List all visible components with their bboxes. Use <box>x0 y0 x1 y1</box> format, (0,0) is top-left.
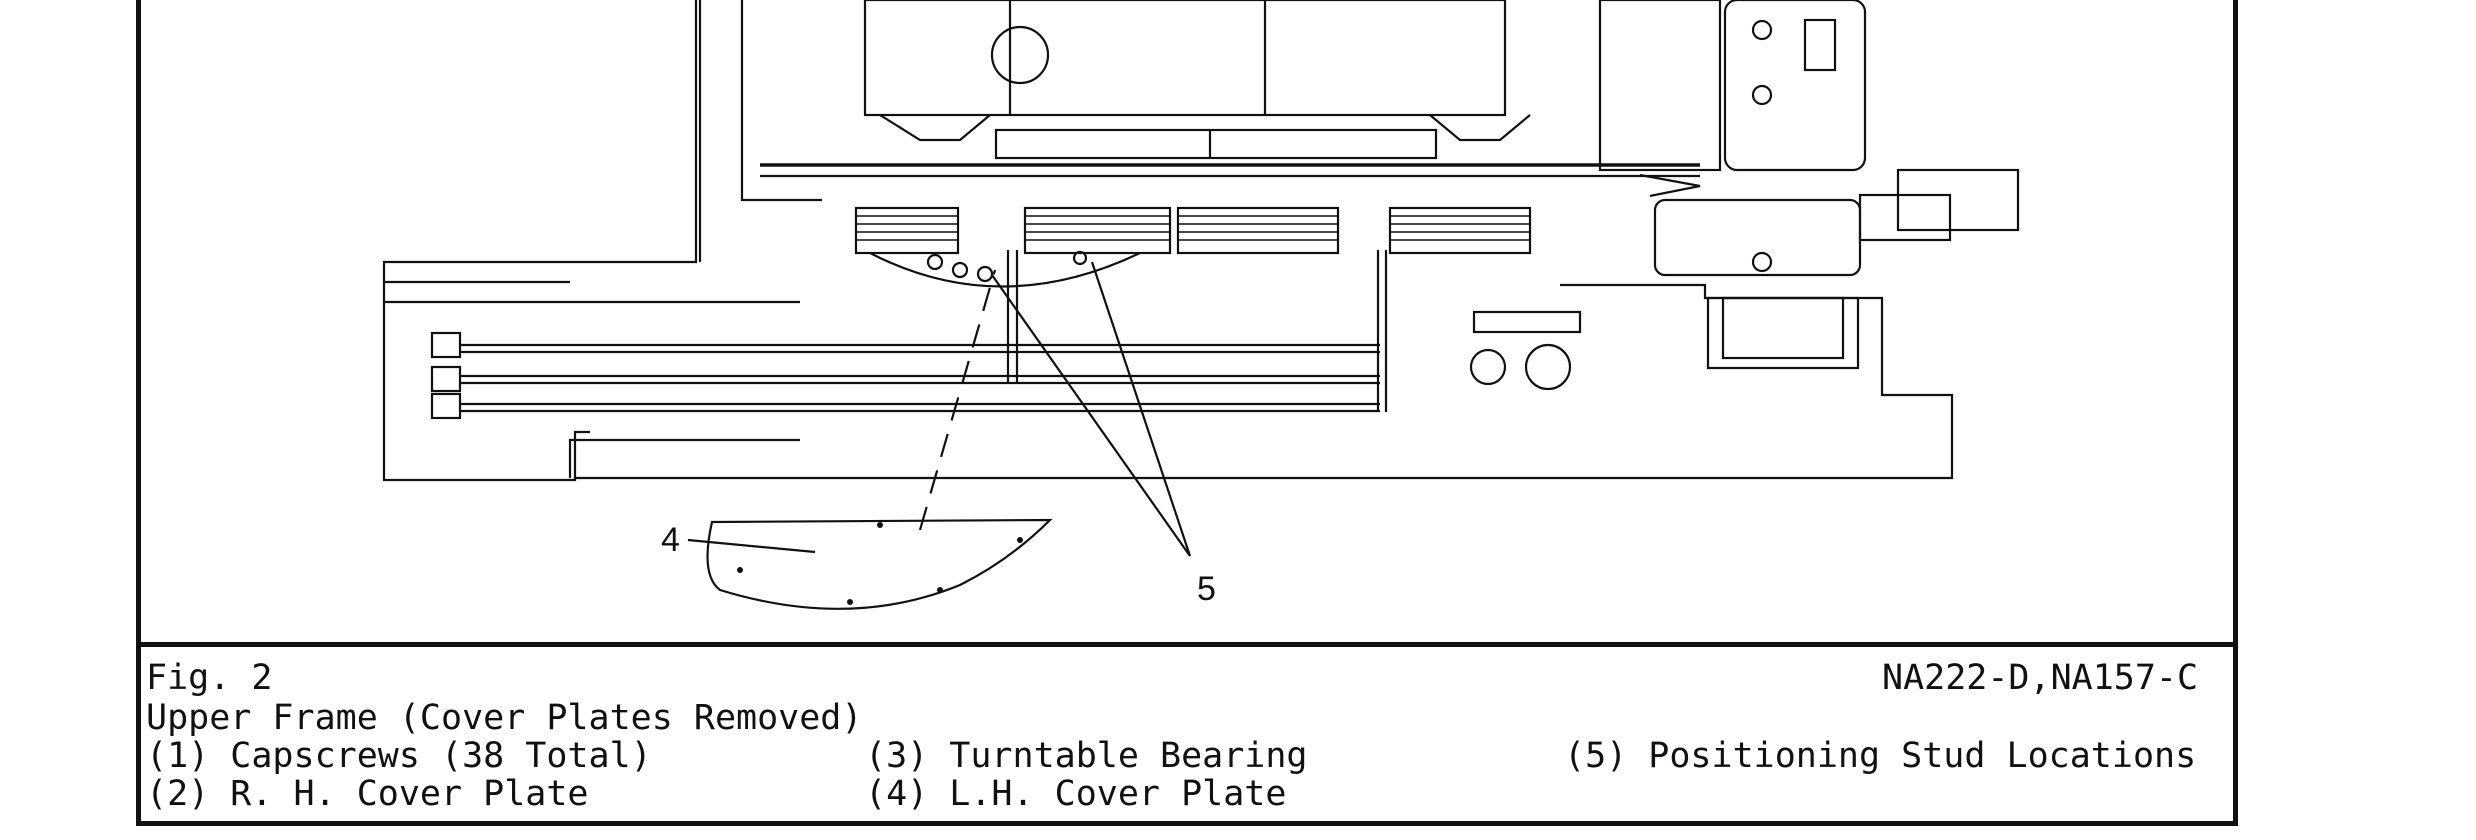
legend-item-4: (4) L.H. Cover Plate <box>865 774 1287 814</box>
figure-number: Fig. 2 <box>146 658 273 698</box>
leader-lines <box>918 261 1192 557</box>
lh-cover-plate <box>687 518 1053 610</box>
hydraulic-rods <box>430 250 1388 420</box>
figure-title: Upper Frame (Cover Plates Removed) <box>146 698 863 738</box>
callout-5: 5 <box>1197 570 1216 608</box>
frame-outline <box>382 0 1954 482</box>
callout-4: 4 <box>661 521 680 559</box>
upper-structure <box>760 0 2020 277</box>
legend-item-2: (2) R. H. Cover Plate <box>146 774 589 814</box>
caption-box: Fig. 2 NA222-D,NA157-C Upper Frame (Cove… <box>136 642 2238 826</box>
legend-item-1: (1) Capscrews (38 Total) <box>146 736 652 776</box>
legend-item-3: (3) Turntable Bearing <box>865 736 1308 776</box>
bearing-segments <box>854 206 1532 288</box>
legend-item-5: (5) Positioning Stud Locations <box>1564 736 2197 776</box>
model-codes: NA222-D,NA157-C <box>1882 658 2199 698</box>
figure-frame <box>136 0 2238 826</box>
right-details <box>1469 296 1860 391</box>
